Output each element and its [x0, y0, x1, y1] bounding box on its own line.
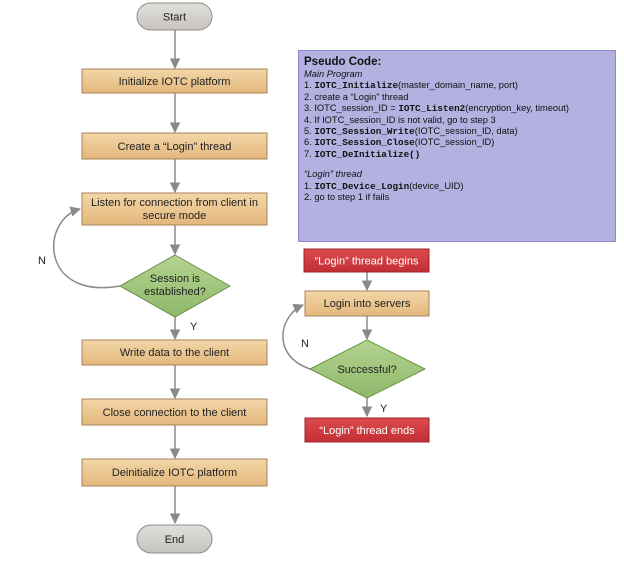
function-name: IOTC_DeInitialize(): [314, 148, 421, 160]
listen-process-box: [81, 192, 268, 226]
pseudo-step-4: 4. If IOTC_session_ID is not valid, go t…: [304, 114, 496, 125]
spacer: [304, 160, 610, 169]
close-label: Close connection to the client: [103, 407, 247, 419]
arrow-login-retry: [282, 303, 311, 370]
init-process-box: [81, 68, 268, 94]
end-label: End: [165, 534, 185, 546]
deinit-process-box: [81, 458, 268, 487]
step-number: 1.: [304, 80, 315, 91]
write-process-box: [81, 339, 268, 366]
start-terminator: [136, 2, 213, 31]
session-label-line1: Session is: [150, 273, 201, 285]
main-program-heading: Main Program: [304, 69, 363, 79]
login-successful-label: Successful?: [337, 364, 396, 376]
login-ends-box: [304, 417, 430, 443]
function-name: IOTC_Device_Login: [314, 180, 410, 192]
login-servers-label: Login into servers: [324, 298, 411, 310]
create-thread-process-box: [81, 132, 268, 160]
login-begins-label: “Login” thread begins: [315, 256, 419, 268]
pseudo-step-5: 5. IOTC_Session_Write(IOTC_session_ID, d…: [304, 126, 610, 137]
function-name: IOTC_Initialize: [314, 80, 399, 92]
login-successful-diamond: [308, 339, 427, 399]
function-name: IOTC_Session_Write: [314, 126, 415, 138]
pseudo-step-1: 1. IOTC_Initialize(master_domain_name, p…: [304, 80, 610, 91]
arrow-session-retry: [53, 206, 121, 289]
end-terminator: [136, 524, 213, 554]
function-name: IOTC_Listen2: [398, 103, 466, 115]
step-number: 7.: [304, 148, 315, 159]
pseudo-step-7: 7. IOTC_DeInitialize(): [304, 149, 610, 160]
login-no-label: N: [301, 338, 309, 350]
function-args: (master_domain_name, port): [398, 80, 518, 91]
login-yes-label: Y: [380, 403, 388, 415]
deinit-label: Deinitialize IOTC platform: [112, 467, 237, 479]
login-begins-box: [303, 248, 430, 273]
start-label: Start: [163, 12, 186, 24]
function-args: (encryption_key, timeout): [465, 103, 569, 114]
listen-label-line2: secure mode: [143, 210, 207, 222]
function-args: (IOTC_session_ID): [414, 137, 495, 148]
step-number: 1.: [304, 180, 315, 191]
session-decision-diamond: [118, 254, 232, 318]
step-text: 3. IOTC_session_ID =: [304, 103, 399, 114]
function-args: (IOTC_session_ID, data): [414, 126, 518, 137]
pseudo-step-6: 6. IOTC_Session_Close(IOTC_session_ID): [304, 137, 610, 148]
session-label-line2: established?: [144, 286, 206, 298]
pseudo-step-3: 3. IOTC_session_ID = IOTC_Listen2(encryp…: [304, 103, 610, 114]
init-label: Initialize IOTC platform: [119, 76, 231, 88]
pseudo-login-step-1: 1. IOTC_Device_Login(device_UID): [304, 181, 610, 192]
step-number: 6.: [304, 137, 315, 148]
create-thread-label: Create a “Login” thread: [118, 141, 232, 153]
login-servers-box: [304, 290, 430, 317]
pseudo-step-2: 2. create a “Login” thread: [304, 91, 409, 102]
close-process-box: [81, 398, 268, 426]
login-ends-label: “Login” thread ends: [319, 425, 415, 437]
function-name: IOTC_Session_Close: [314, 137, 415, 149]
listen-label-line1: Listen for connection from client in: [91, 197, 258, 209]
pseudo-code-title: Pseudo Code:: [304, 56, 382, 68]
login-thread-heading: “Login” thread: [304, 169, 362, 180]
pseudo-code-panel: Pseudo Code: Main Program 1. IOTC_Initia…: [298, 50, 616, 242]
pseudo-login-step-2: 2. go to step 1 if fails: [304, 192, 390, 203]
session-no-label: N: [38, 255, 46, 267]
write-label: Write data to the client: [120, 347, 229, 359]
session-yes-label: Y: [190, 321, 198, 333]
step-number: 5.: [304, 126, 315, 137]
function-args: (device_UID): [409, 180, 464, 191]
